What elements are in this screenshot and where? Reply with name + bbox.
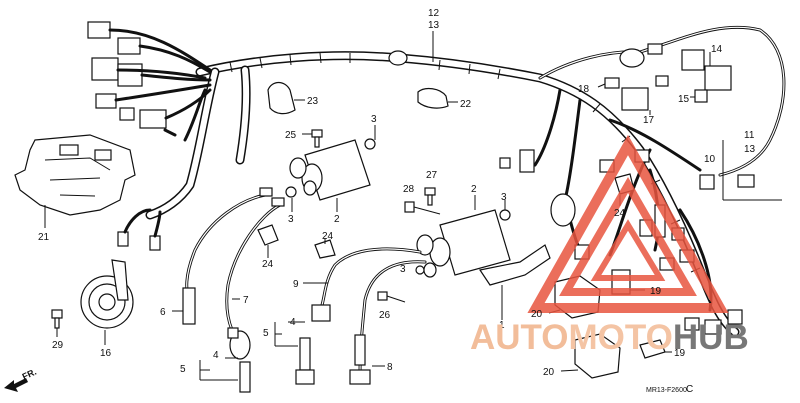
part-number-labels: 12 13 14 15 17 18 22 23 25 3 2 11 13 10 … [38, 8, 756, 378]
bolt-part-25 [302, 129, 323, 148]
label-28: 28 [403, 184, 415, 195]
bolt-part-28 [404, 201, 441, 215]
coil-bracket-part-1 [479, 244, 551, 320]
watermark-wordmark: AUTOMOTOHUB [470, 318, 749, 358]
watermark-word-moto: MOTO [568, 318, 673, 357]
label-3b: 3 [501, 192, 507, 203]
label-14: 14 [711, 44, 723, 55]
label-20b: 20 [543, 367, 555, 378]
spark-plug-caps [199, 321, 315, 393]
label-25: 25 [285, 130, 297, 141]
bracket-part-21 [14, 134, 136, 228]
diagram-code-suffix: C [686, 384, 693, 395]
label-2a: 2 [334, 214, 340, 225]
ignition-coil-upper [289, 139, 371, 212]
label-19b: 19 [674, 348, 686, 359]
label-21: 21 [38, 232, 50, 243]
front-direction-label: FR. [21, 367, 38, 382]
label-26: 26 [379, 310, 391, 321]
high-tension-cords [172, 187, 427, 385]
label-11: 11 [744, 130, 755, 141]
bolt-part-29 [51, 309, 63, 337]
label-9: 9 [293, 279, 299, 290]
label-23: 23 [307, 96, 319, 107]
ignition-coil-lower [416, 195, 511, 278]
diagram-code: MR13-F2600 [646, 387, 687, 394]
label-3d: 3 [400, 264, 406, 275]
bolt-part-26 [377, 291, 406, 303]
label-4b: 4 [290, 317, 296, 328]
label-7: 7 [243, 295, 249, 306]
watermark-word-hub: HUB [672, 318, 749, 357]
label-3c: 3 [288, 214, 294, 225]
label-2b: 2 [471, 184, 477, 195]
label-5b: 5 [263, 328, 269, 339]
label-17: 17 [643, 115, 655, 126]
relay-cluster-top-right [597, 43, 732, 115]
label-19a: 19 [650, 286, 662, 297]
label-5a: 5 [180, 364, 186, 375]
watermark-logo [527, 134, 729, 313]
label-24a: 24 [614, 208, 626, 219]
connector-cluster-left [87, 21, 212, 251]
label-4a: 4 [213, 350, 219, 361]
label-24b: 24 [322, 231, 334, 242]
label-8: 8 [387, 362, 393, 373]
front-direction-arrow: FR. [4, 367, 38, 392]
label-6: 6 [160, 307, 166, 318]
label-10: 10 [704, 154, 716, 165]
clamp-part-23 [267, 81, 305, 115]
label-16: 16 [100, 348, 112, 359]
clamp-part-22 [417, 87, 458, 109]
bolt-part-27 [424, 187, 436, 206]
nut-part-3 [285, 125, 376, 212]
label-15: 15 [678, 94, 690, 105]
label-22: 22 [460, 99, 472, 110]
label-13b: 13 [744, 144, 756, 155]
label-13: 13 [428, 20, 440, 31]
label-29: 29 [52, 340, 64, 351]
label-1: 1 [499, 320, 505, 331]
label-20a: 20 [531, 309, 543, 320]
label-24c: 24 [262, 259, 274, 270]
label-27: 27 [426, 170, 438, 181]
label-12: 12 [428, 8, 440, 19]
watermark-word-auto: AUTO [470, 318, 569, 357]
label-3a: 3 [371, 114, 377, 125]
horn-part-16 [80, 259, 134, 345]
label-18: 18 [578, 84, 590, 95]
bracket-part-19 [639, 339, 672, 359]
nut-part-3-lower [415, 265, 425, 275]
